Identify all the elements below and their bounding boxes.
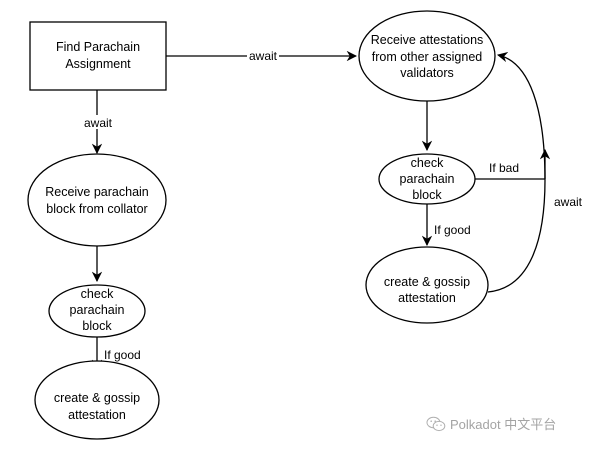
node-text-line: block	[412, 188, 442, 202]
label-bg	[247, 49, 279, 63]
edge-gossip-right-loop: await	[487, 51, 583, 293]
watermark: Polkadot 中文平台	[426, 414, 556, 433]
node-create-gossip-attestation-left: create & gossip attestation	[34, 360, 160, 440]
node-text-line: check	[81, 287, 114, 301]
edge-curve	[487, 51, 546, 293]
node-ellipse	[48, 284, 146, 338]
node-text-line: Assignment	[65, 57, 131, 71]
wechat-icon	[426, 416, 446, 431]
node-ellipse	[34, 360, 160, 440]
node-ellipse	[365, 246, 489, 324]
edge-label-await: await	[249, 49, 278, 63]
node-text-line: parachain	[400, 172, 455, 186]
node-text-line: Receive attestations	[371, 33, 484, 47]
node-text-line: block	[82, 319, 112, 333]
edge-label-if-good: If good	[434, 223, 471, 237]
edge-label-if-good: If good	[104, 348, 141, 362]
node-text-line: check	[411, 156, 444, 170]
node-text-line: create & gossip	[54, 391, 140, 405]
edge-check-right-to-gossip: If good	[421, 204, 471, 247]
node-ellipse	[358, 10, 496, 102]
node-receive-parachain-block: Receive parachain block from collator	[27, 153, 167, 247]
watermark-text: Polkadot 中文平台	[450, 417, 557, 432]
node-text-line: from other assigned	[372, 50, 483, 64]
node-text-line: attestation	[398, 291, 456, 305]
node-text-line: block from collator	[46, 202, 147, 216]
node-text-line: Receive parachain	[45, 185, 149, 199]
node-check-parachain-block-right: check parachain block	[378, 153, 476, 205]
edge-label-await: await	[84, 116, 113, 130]
edge-assignment-to-attestations: await	[166, 49, 358, 63]
node-text-line: create & gossip	[384, 275, 470, 289]
edge-check-right-bad: If bad	[475, 148, 551, 180]
node-text-line: validators	[400, 66, 454, 80]
node-check-parachain-block-left: check parachain block	[48, 284, 146, 338]
node-ellipse	[27, 153, 167, 247]
node-text-line: Find Parachain	[56, 40, 140, 54]
node-find-parachain-assignment: Find Parachain Assignment	[29, 21, 167, 91]
edge-assignment-to-receive-block: await	[82, 90, 114, 155]
node-receive-attestations: Receive attestations from other assigned…	[358, 10, 496, 102]
node-ellipse	[378, 153, 476, 205]
edge-label-await: await	[554, 195, 583, 209]
node-text-line: parachain	[70, 303, 125, 317]
node-text-line: attestation	[68, 408, 126, 422]
label-bg	[82, 115, 114, 129]
edge-label-if-bad: If bad	[489, 161, 519, 175]
node-rect	[29, 21, 167, 91]
node-create-gossip-attestation-right: create & gossip attestation	[365, 246, 489, 324]
